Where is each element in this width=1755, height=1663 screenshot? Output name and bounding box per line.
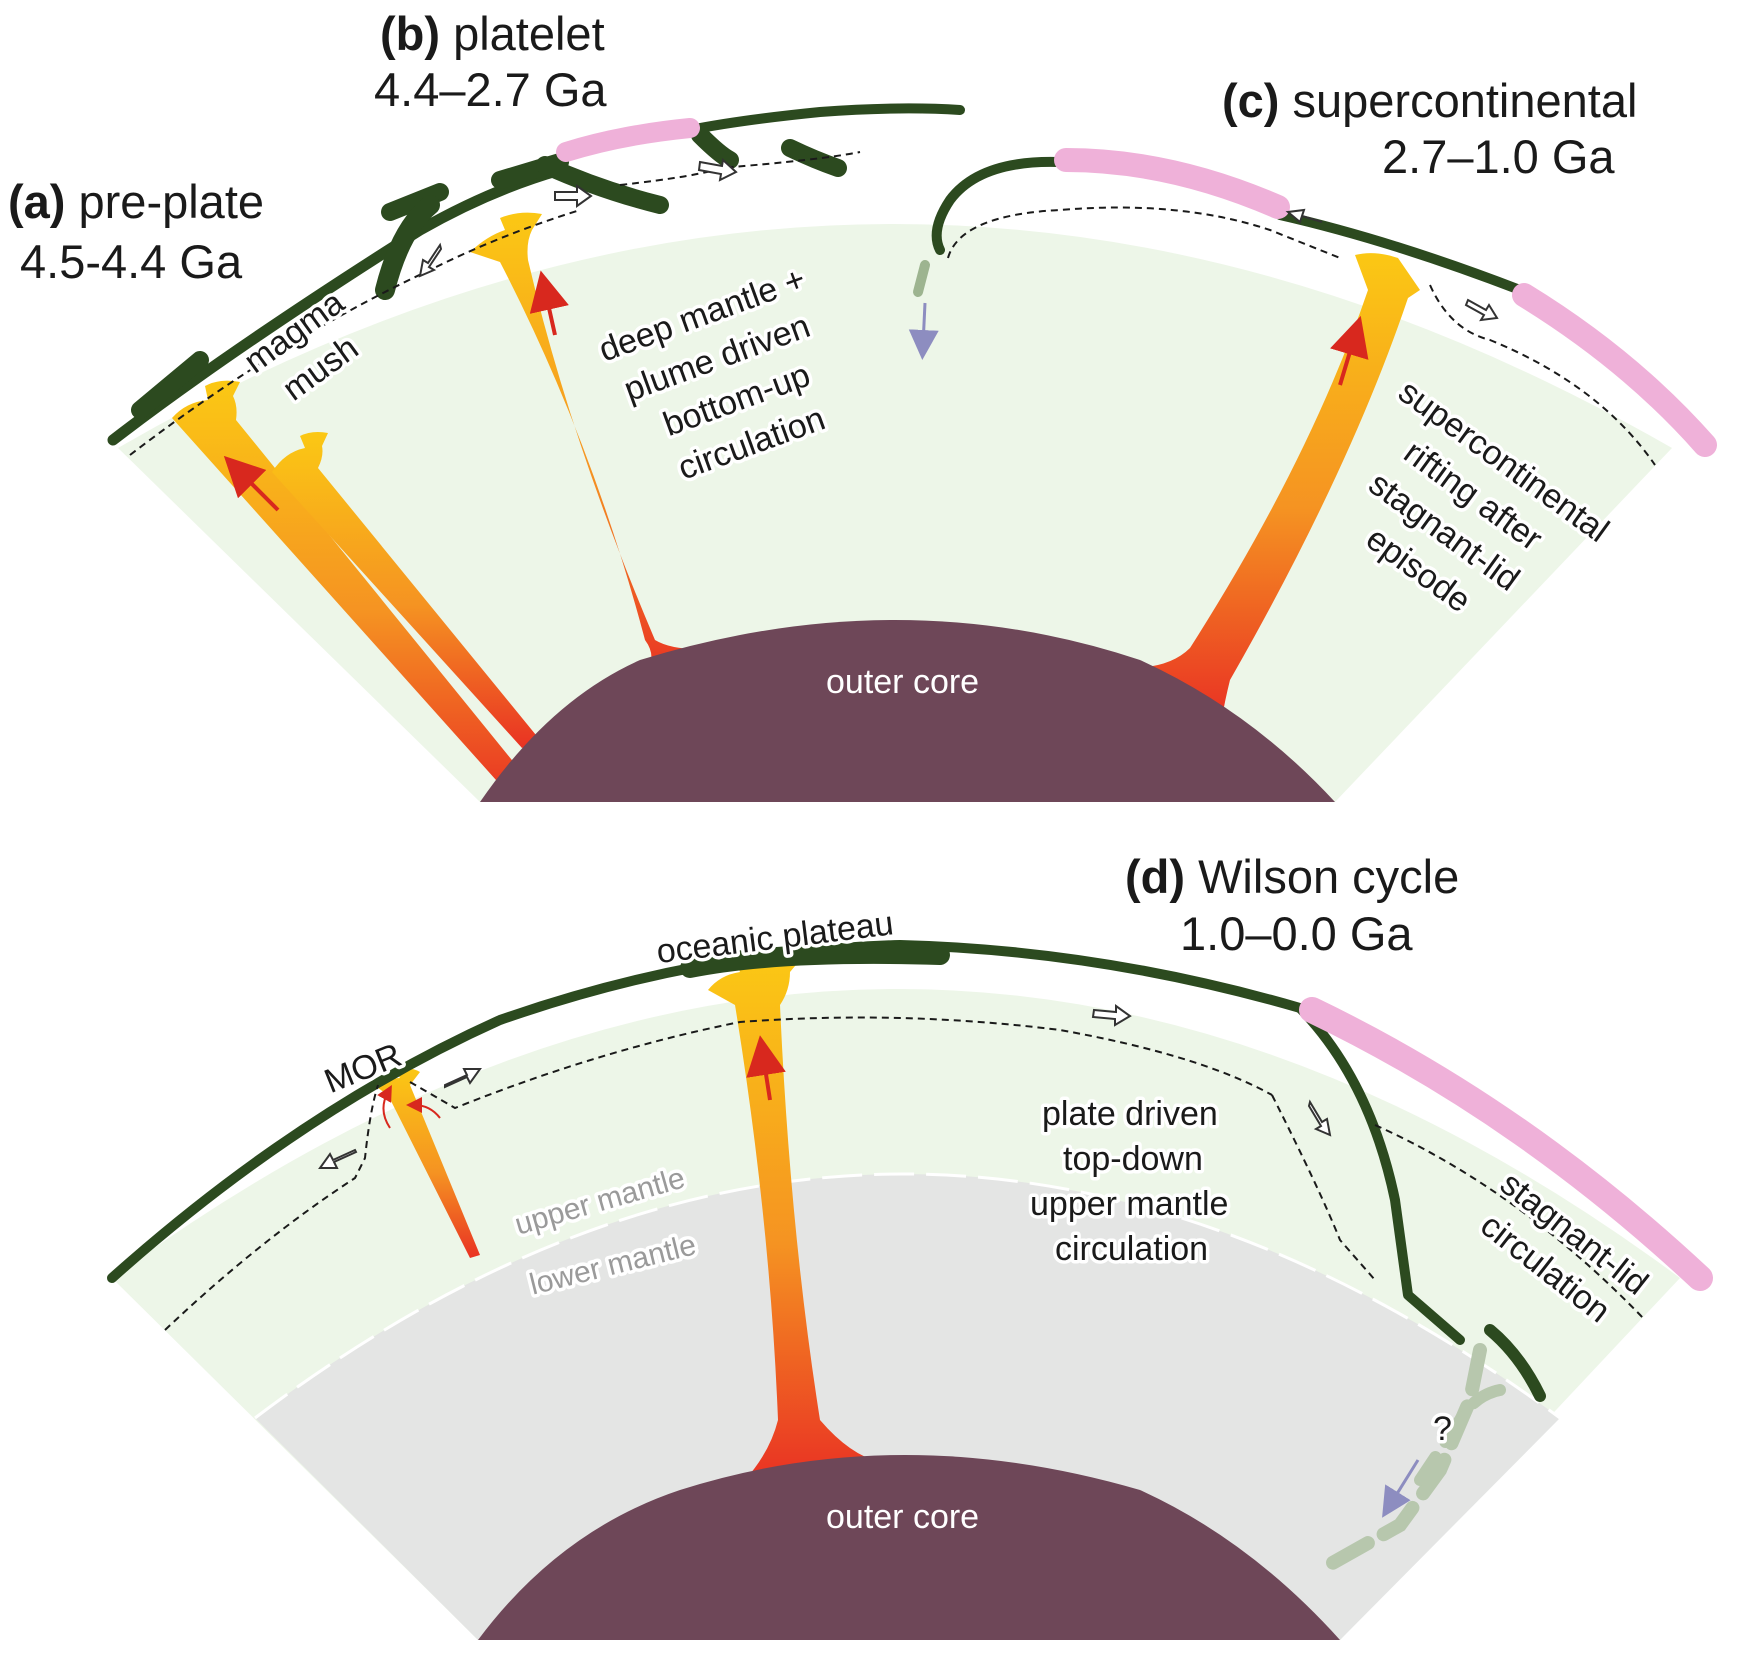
plate-a-arc <box>107 164 566 446</box>
red-arrow-plateau <box>746 1035 786 1101</box>
svg-text:plate driven: plate driven <box>1042 1095 1218 1133</box>
plate-b-platelet <box>536 156 669 214</box>
top-panel: (a) pre-plate 4.5-4.4 Ga (b) platelet 4.… <box>8 7 1717 802</box>
outer-core-label-top: outer core <box>826 663 979 701</box>
title-b-line1: (b) platelet <box>380 7 605 60</box>
title-c-line1: (c) supercontinental <box>1222 74 1637 127</box>
flow-arrow-a <box>418 242 443 278</box>
continent-d <box>1299 997 1713 1291</box>
ghost-slab-2 <box>1414 1384 1506 1486</box>
red-arrow-b <box>529 270 569 336</box>
title-d-line1: (d) Wilson cycle <box>1125 850 1459 903</box>
lower-mantle <box>255 1174 1560 1640</box>
flow-arrow-d-top <box>1091 1004 1132 1027</box>
plate-driven-label: plate driven top-down upper mantle circu… <box>1027 1092 1232 1272</box>
plume-b <box>470 212 740 680</box>
red-arrow-mor-left <box>377 1085 392 1129</box>
svg-text:circulation: circulation <box>1055 1230 1208 1268</box>
blue-arrow-c <box>908 302 939 360</box>
continent-c-right <box>1512 283 1717 457</box>
plate-d-hook <box>1484 1324 1546 1402</box>
plate-d-slab <box>1295 1003 1465 1345</box>
plate-c-slab <box>931 156 1063 255</box>
outer-core-label-bottom: outer core <box>826 1498 979 1536</box>
ghost-slab <box>1313 1343 1487 1577</box>
title-a-age: 4.5-4.4 Ga <box>20 235 243 288</box>
flow-arrow-d-slab <box>1307 1099 1332 1137</box>
flow-arrow-d-mor <box>444 1068 482 1089</box>
dashed-d-right <box>1374 1124 1646 1321</box>
title-a-line1: (a) pre-plate <box>8 175 264 228</box>
title-c-age: 2.7–1.0 Ga <box>1382 130 1615 183</box>
flow-arrows-bottom <box>318 1004 1332 1169</box>
dashed-d-slab <box>1271 1094 1376 1281</box>
plate-b-drip <box>375 195 440 300</box>
flow-arrow-d-left <box>318 1148 358 1169</box>
svg-text:top-down: top-down <box>1063 1140 1203 1178</box>
red-arrow-a <box>223 455 280 512</box>
outer-core-top <box>480 620 1335 802</box>
svg-text:upper mantle: upper mantle <box>1030 1185 1228 1223</box>
dashed-d-left <box>164 1084 379 1331</box>
flow-arrow-b2 <box>697 158 738 182</box>
flow-arrow-c-left <box>1285 208 1323 224</box>
bottom-panel: (d) Wilson cycle 1.0–0.0 Ga oceanic plat… <box>107 850 1713 1640</box>
plume-plateau <box>708 956 880 1480</box>
red-arrow-mor-right <box>406 1097 441 1119</box>
plate-c-right <box>1275 210 1525 295</box>
continent-b <box>556 118 700 162</box>
outer-core-bottom <box>478 1455 1340 1640</box>
flow-arrows-top <box>418 158 1499 322</box>
plate-d-plateau <box>680 943 950 978</box>
plume-c <box>1130 253 1420 719</box>
plume-mor <box>378 1068 480 1258</box>
title-b-age: 4.4–2.7 Ga <box>374 63 607 116</box>
red-arrow-c <box>1330 315 1369 386</box>
upper-lower-boundary <box>254 1172 1561 1420</box>
plate-c-ghost-drip <box>913 260 930 297</box>
plume-a-second <box>272 432 540 748</box>
top-dashed-boundary-left <box>129 209 581 456</box>
title-d-age: 1.0–0.0 Ga <box>1180 907 1413 960</box>
blue-arrow-d <box>1382 1459 1420 1518</box>
plate-b-top <box>685 103 965 135</box>
dashed-d-mid <box>409 1016 1273 1110</box>
flow-arrow-c-right <box>1464 298 1499 322</box>
flow-arrow-b1 <box>554 184 593 208</box>
continent-c-left <box>1054 148 1290 219</box>
question-mark: ? <box>1433 1410 1452 1448</box>
top-dashed-boundary-c <box>947 206 1341 259</box>
top-dashed-boundary-right <box>1429 284 1656 466</box>
top-mantle-wedge <box>118 224 1672 802</box>
